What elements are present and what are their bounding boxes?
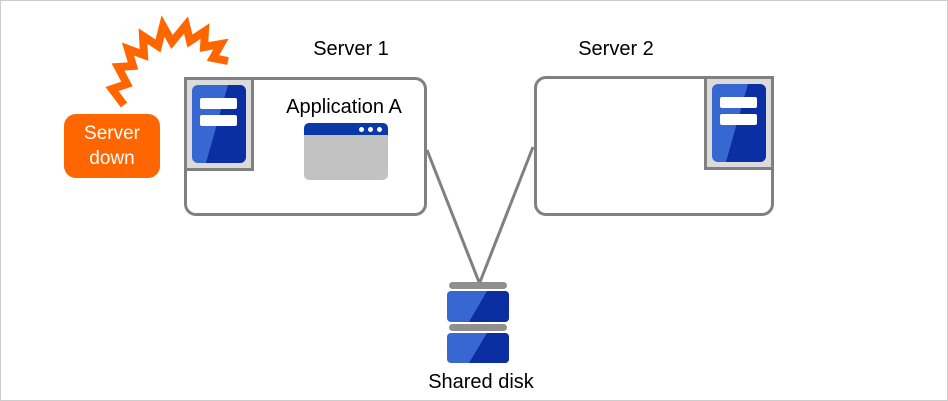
window-dot-icon — [377, 126, 382, 132]
connector-server1-disk — [425, 149, 481, 283]
server-tower-icon — [712, 84, 766, 162]
server1-icon-tray — [184, 77, 254, 171]
server1-label: Server 1 — [313, 38, 389, 60]
server2-label: Server 2 — [578, 38, 654, 60]
window-dot-icon — [368, 126, 373, 132]
server2-icon-tray — [704, 76, 774, 170]
window-dot-icon — [359, 126, 364, 132]
server-down-badge-label: Server down — [84, 123, 140, 169]
server-tower-icon — [192, 85, 246, 163]
server-down-badge: Server down — [64, 114, 160, 178]
shared-disk-label: Shared disk — [428, 371, 534, 393]
disk-stack-icon — [447, 282, 509, 363]
application-a-label: Application A — [286, 96, 402, 118]
connector-server2-disk — [478, 146, 535, 283]
app-window-titlebar — [304, 123, 388, 135]
app-window-icon — [304, 123, 388, 180]
